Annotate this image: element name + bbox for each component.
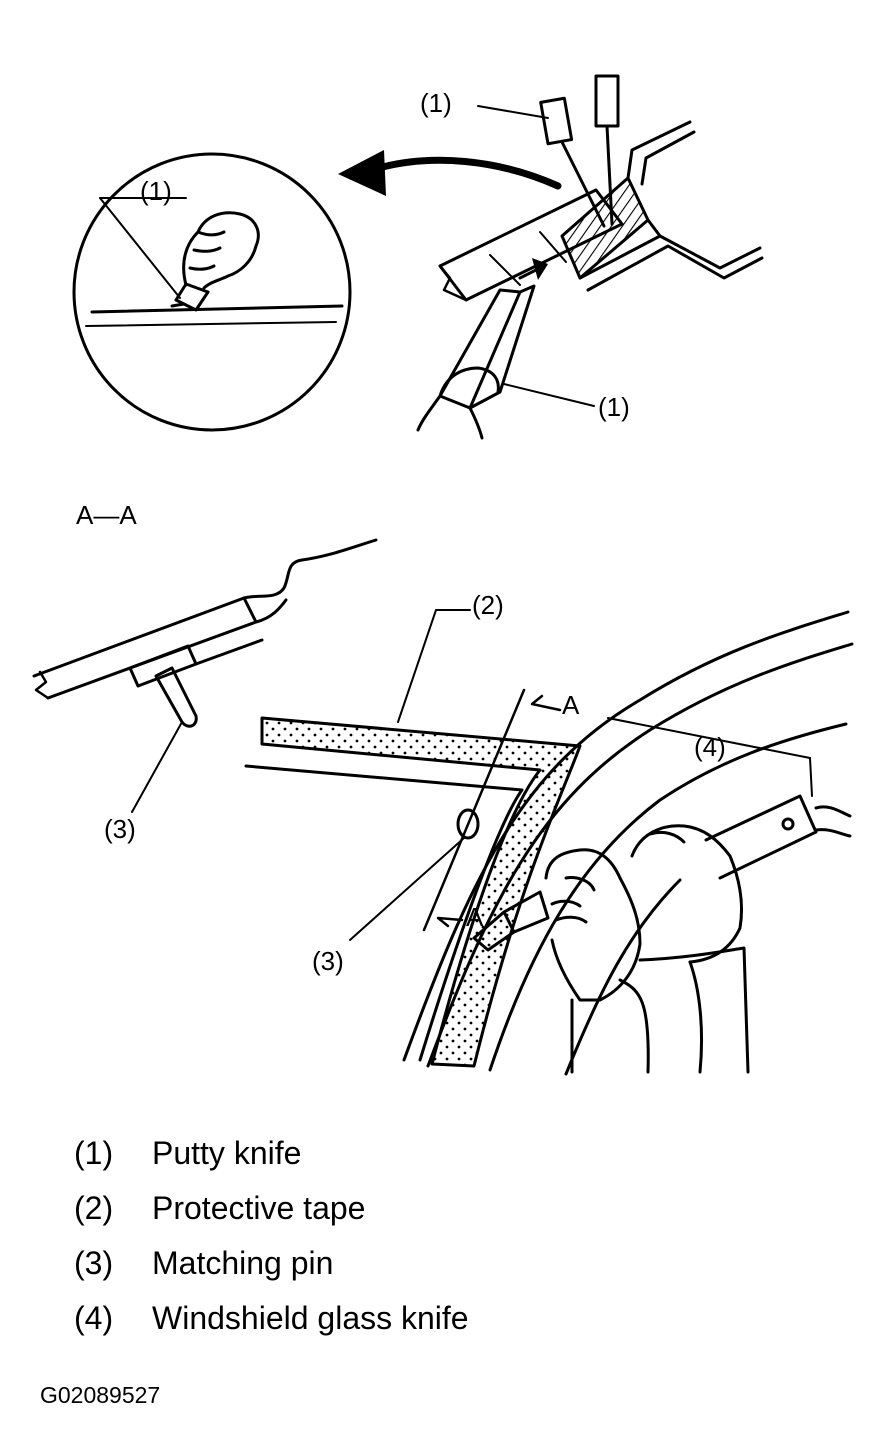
legend-item: (1) Putty knife (74, 1126, 714, 1181)
matching-pin-label: (3) (312, 946, 344, 976)
legend-text: Protective tape (152, 1190, 366, 1226)
section-matching-pin-label: (3) (104, 814, 136, 844)
top-putty-knife-label: (1) (420, 88, 452, 118)
legend-item: (2) Protective tape (74, 1181, 714, 1236)
legend-text: Putty knife (152, 1135, 302, 1171)
section-a-a-detail (32, 538, 378, 813)
curved-arrow (338, 150, 562, 196)
legend-item: (3) Matching pin (74, 1236, 714, 1291)
windshield-corner-view (244, 609, 854, 1076)
detail-putty-knife-label: (1) (140, 176, 172, 206)
protective-tape-label: (2) (472, 590, 504, 620)
bottom-putty-knife-label: (1) (598, 392, 630, 422)
figure-id: G02089527 (40, 1382, 161, 1408)
legend-text: Matching pin (152, 1245, 334, 1281)
lower-putty-knife (416, 284, 595, 440)
legend-number: (3) (74, 1245, 114, 1281)
section-a-a-title: A—A (76, 500, 137, 530)
legend-number: (4) (74, 1300, 114, 1336)
section-mark-bottom: A (466, 902, 484, 932)
detail-magnifier-circle (72, 152, 352, 432)
glass-knife-and-hands (472, 717, 852, 1074)
parts-legend: (1) Putty knife (2) Protective tape (3) … (74, 1126, 714, 1346)
glass-cross-section (438, 120, 764, 302)
legend-item: (4) Windshield glass knife (74, 1291, 714, 1346)
legend-number: (1) (74, 1135, 114, 1171)
section-mark-top: A (562, 690, 580, 720)
putty-knife-handles (477, 74, 620, 228)
legend-number: (2) (74, 1190, 114, 1226)
glass-knife-label: (4) (694, 732, 726, 762)
windshield-removal-illustration: (1) (1) (1) A—A (3) (2) A A (3) (4) (32, 74, 854, 1076)
legend-text: Windshield glass knife (152, 1300, 469, 1336)
